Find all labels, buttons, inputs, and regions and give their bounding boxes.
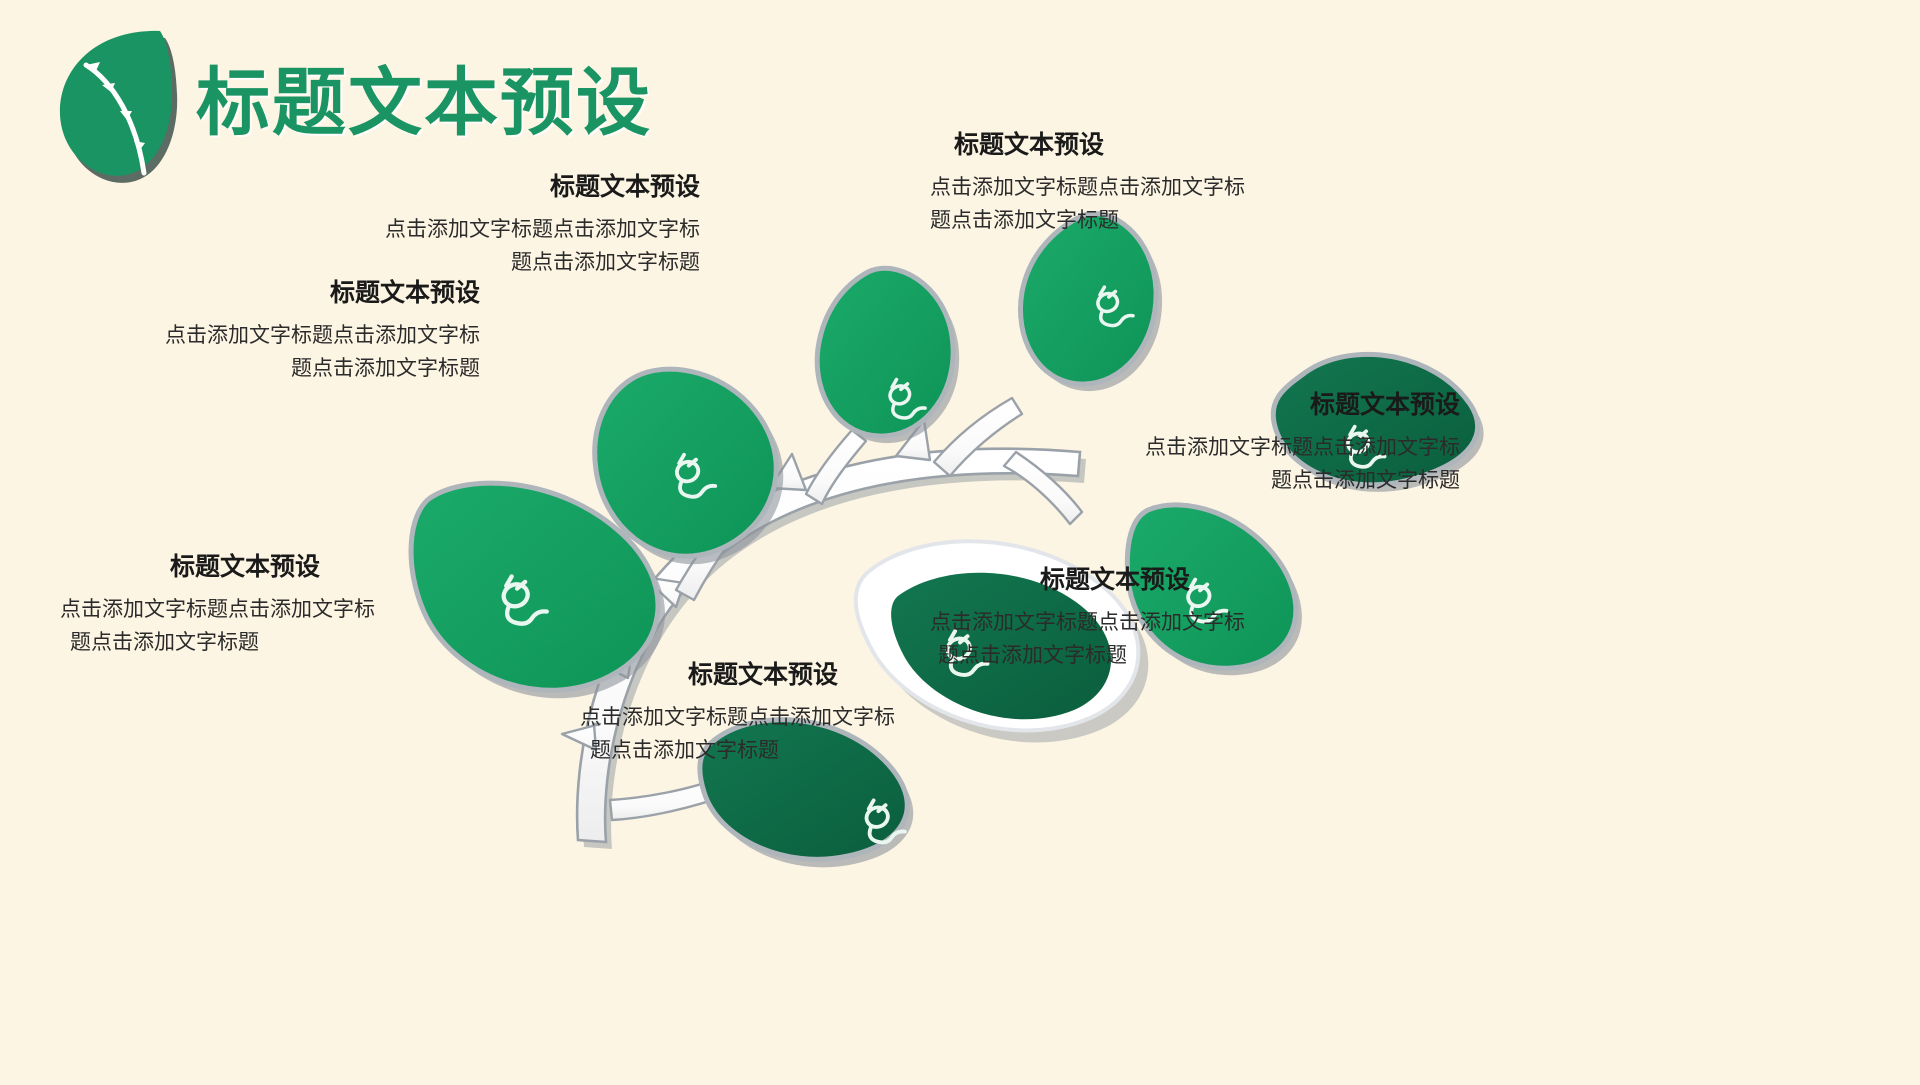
callout-title: 标题文本预设 [954, 131, 1105, 159]
leaf-2[interactable] [592, 366, 784, 565]
callout-body-line-2: 题点击添加文字标题 [930, 208, 1119, 232]
callout-body-line-1: 点击添加文字标题点击添加文字标 [1145, 436, 1460, 459]
callout-title: 标题文本预设 [688, 661, 839, 689]
callout-title: 标题文本预设 [549, 173, 700, 201]
callout-top-center: 标题文本预设 点击添加文字标题点击添加文字标 题点击添加文字标题 [300, 172, 700, 279]
callout-left-lower: 标题文本预设 点击添加文字标题点击添加文字标 题点击添加文字标题 [60, 552, 460, 659]
callout-body-line-2: 题点击添加文字标题 [511, 250, 700, 274]
callout-body-line-2: 题点击添加文字标题 [291, 356, 480, 380]
callout-body-line-1: 点击添加文字标题点击添加文字标 [580, 706, 895, 729]
leaf-4[interactable] [1018, 211, 1163, 392]
page-title: 标题文本预设 [196, 61, 652, 144]
callout-title: 标题文本预设 [170, 553, 321, 581]
callout-body-line-2: 题点击添加文字标题 [938, 643, 1127, 667]
callout-left-upper: 标题文本预设 点击添加文字标题点击添加文字标 题点击添加文字标题 [60, 278, 480, 385]
leaf-3[interactable] [814, 265, 960, 444]
callout-top-right: 标题文本预设 点击添加文字标题点击添加文字标 题点击添加文字标题 [930, 130, 1330, 237]
callout-body-line-2: 题点击添加文字标题 [70, 630, 259, 654]
callout-body-line-1: 点击添加文字标题点击添加文字标 [60, 598, 375, 621]
callout-body-line-1: 点击添加文字标题点击添加文字标 [385, 218, 700, 241]
callout-title: 标题文本预设 [1309, 391, 1460, 419]
slide-header: 标题文本预设 [40, 18, 652, 188]
callout-body-line-1: 点击添加文字标题点击添加文字标 [930, 176, 1245, 199]
callout-body-line-1: 点击添加文字标题点击添加文字标 [165, 324, 480, 347]
callout-bottom-right: 标题文本预设 点击添加文字标题点击添加文字标 题点击添加文字标题 [900, 565, 1300, 672]
callout-bottom-center: 标题文本预设 点击添加文字标题点击添加文字标 题点击添加文字标题 [560, 660, 960, 767]
callout-title: 标题文本预设 [329, 279, 480, 307]
callout-body-line-2: 题点击添加文字标题 [1271, 468, 1460, 492]
callout-title: 标题文本预设 [1040, 566, 1191, 594]
callout-right-middle: 标题文本预设 点击添加文字标题点击添加文字标 题点击添加文字标题 [1060, 390, 1460, 497]
callout-body-line-2: 题点击添加文字标题 [590, 738, 779, 762]
callout-body-line-1: 点击添加文字标题点击添加文字标 [930, 611, 1245, 634]
leaf-icon [40, 23, 188, 183]
